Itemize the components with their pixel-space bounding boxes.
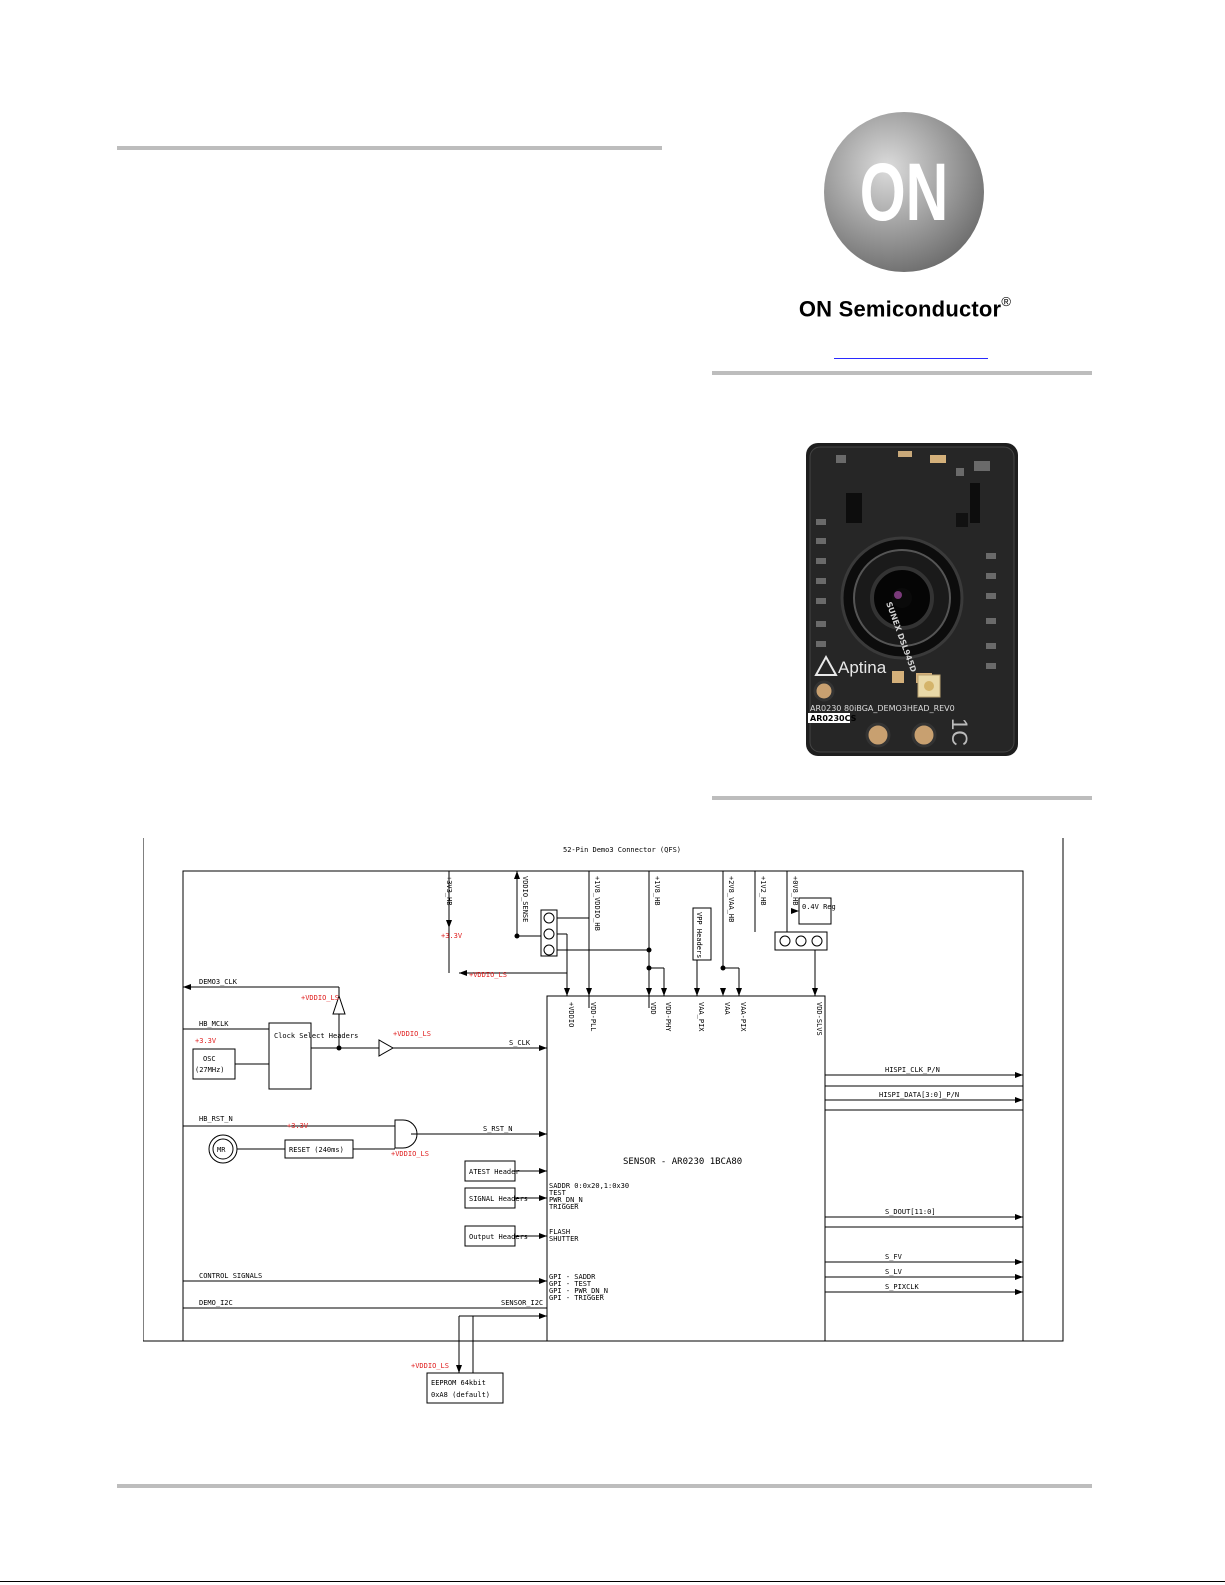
rail-1v8-vddio-hb: +1V8_VDDIO_HB [593, 876, 601, 931]
board-label: AR0230CS [810, 714, 857, 723]
pin-pwr-dn: PWR_DN_N [549, 1196, 583, 1204]
label-demo3-clk: DEMO3_CLK [199, 978, 238, 986]
page-bottom-border [0, 1581, 1225, 1582]
label-vddio-ls-5: +VDDIO_LS [411, 1362, 449, 1370]
rail-1v2-hb: +1V2_HB [759, 876, 767, 906]
label-s-clk: S_CLK [509, 1039, 531, 1047]
board-photo: SUNEX DSL945D Aptina AR0230 80iBGA_DEMO3… [806, 443, 1018, 756]
gpi-test: GPI - TEST [549, 1280, 592, 1288]
pin-saddr: SADDR 0:0x20,1:0x30 [549, 1182, 629, 1190]
pin-trigger: TRIGGER [549, 1203, 579, 1211]
label-hispi-data: HISPI_DATA[3:0]_P/N [879, 1091, 959, 1099]
board-corner-label: 1C [947, 718, 972, 746]
label-osc-freq: (27MHz) [195, 1066, 225, 1074]
label-hb-mclk: HB_MCLK [199, 1020, 229, 1028]
brand-name: ON Semiconductor® [798, 294, 1012, 322]
label-vddio-ls-1: +VDDIO_LS [469, 971, 507, 979]
label-s-rst-n: S_RST_N [483, 1125, 513, 1133]
rail-0v8-hb: +0V8_HB [791, 876, 799, 906]
label-s-fv: S_FV [885, 1253, 903, 1261]
website-link[interactable] [834, 346, 988, 359]
pin-shutter: SHUTTER [549, 1235, 579, 1243]
label-output: Output Headers [469, 1233, 528, 1241]
label-eeprom: EEPROM 64kbit [431, 1379, 486, 1387]
rail-vddio-sense: VDDIO_SENSE [521, 876, 529, 922]
label-atest: ATEST Header [469, 1168, 520, 1176]
label-control-signals: CONTROL SIGNALS [199, 1272, 262, 1280]
rule-right-2 [712, 796, 1092, 800]
top-rule-left [117, 146, 662, 150]
sensor-title: SENSOR - AR0230 1BCA80 [623, 1157, 742, 1167]
label-3v3-osc: +3.3V [195, 1037, 217, 1045]
pin-vdd-phy: VDD-PHY [664, 1002, 672, 1032]
label-vddio-ls-2: +VDDIO_LS [301, 994, 339, 1002]
pin-test: TEST [549, 1189, 567, 1197]
label-signal: SIGNAL Headers [469, 1195, 528, 1203]
block-diagram: 52-Pin Demo3 Connector (QFS) SENSOR - AR… [142, 830, 1075, 1428]
connector-title: 52-Pin Demo3 Connector (QFS) [563, 846, 681, 854]
label-reset: RESET (240ms) [289, 1146, 344, 1154]
board-model: AR0230 80iBGA_DEMO3HEAD_REV0 [810, 704, 955, 713]
label-s-dout: S_DOUT[11:0] [885, 1208, 936, 1216]
rule-right-1 [712, 371, 1092, 375]
logo-letters: ON [860, 147, 949, 239]
label-s-lv: S_LV [885, 1268, 903, 1276]
label-hb-rst-n: HB_RST_N [199, 1115, 233, 1123]
bottom-rule [117, 1484, 1092, 1488]
pin-vdd: VDD [649, 1002, 657, 1015]
pin-vddio: +VDDIO [567, 1002, 575, 1027]
label-osc: OSC [203, 1055, 216, 1063]
registered-mark: ® [1001, 294, 1012, 309]
label-clock-select: Clock Select Headers [274, 1032, 358, 1040]
label-s-pixclk: S_PIXCLK [885, 1283, 920, 1291]
pin-vaa: VAA [723, 1002, 731, 1015]
pin-vdd-pll: VDD-PLL [589, 1002, 597, 1032]
gpi-trigger: GPI - TRIGGER [549, 1294, 605, 1302]
label-demo-i2c: DEMO_I2C [199, 1299, 233, 1307]
label-vpp-headers: VPP Headers [695, 912, 703, 958]
pin-vdd-slvs: VDD-SLVS [815, 1002, 823, 1036]
label-hispi-clk: HISPI_CLK_P/N [885, 1066, 940, 1074]
label-vddio-ls-3: +VDDIO_LS [393, 1030, 431, 1038]
pin-flash: FLASH [549, 1228, 570, 1236]
label-reg: 0.4V Reg [802, 903, 836, 911]
pin-vaa-pix-2: VAA_PIX [697, 1002, 705, 1032]
label-vddio-ls-4: +VDDIO_LS [391, 1150, 429, 1158]
gpi-saddr: GPI - SADDR [549, 1273, 596, 1281]
pin-vaa-pix: VAA-PIX [739, 1002, 747, 1032]
label-sensor-i2c: SENSOR_I2C [501, 1299, 543, 1307]
label-mr: MR [217, 1146, 226, 1154]
rail-3v3-hb: +3V3_HB [445, 876, 453, 906]
on-semi-logo: ON [820, 108, 988, 276]
gpi-pwr-dn: GPI - PWR_DN_N [549, 1287, 608, 1295]
label-3v3: +3.3V [441, 932, 463, 940]
rail-1v8-hb: +1V8_HB [653, 876, 661, 906]
board-brand: Aptina [838, 658, 887, 677]
label-3v3-reset: +3.3V [287, 1122, 309, 1130]
label-eeprom-addr: 0xA8 (default) [431, 1391, 490, 1399]
rail-2v8-vaa-hb: +2V8_VAA_HB [727, 876, 735, 922]
